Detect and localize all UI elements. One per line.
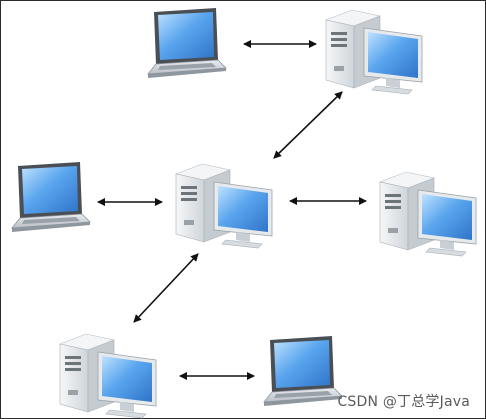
desktop-computer-icon [379,171,477,257]
watermark-text: CSDN @丁总学Java [337,394,470,410]
desktop-computer-icon [59,333,157,419]
link-arrow [133,253,199,323]
laptop-icon [147,7,227,79]
link-arrow [273,91,343,159]
desktop-computer-icon [175,163,273,249]
laptop-icon [11,161,91,233]
desktop-computer-icon [325,9,423,95]
laptop-icon [263,335,343,407]
